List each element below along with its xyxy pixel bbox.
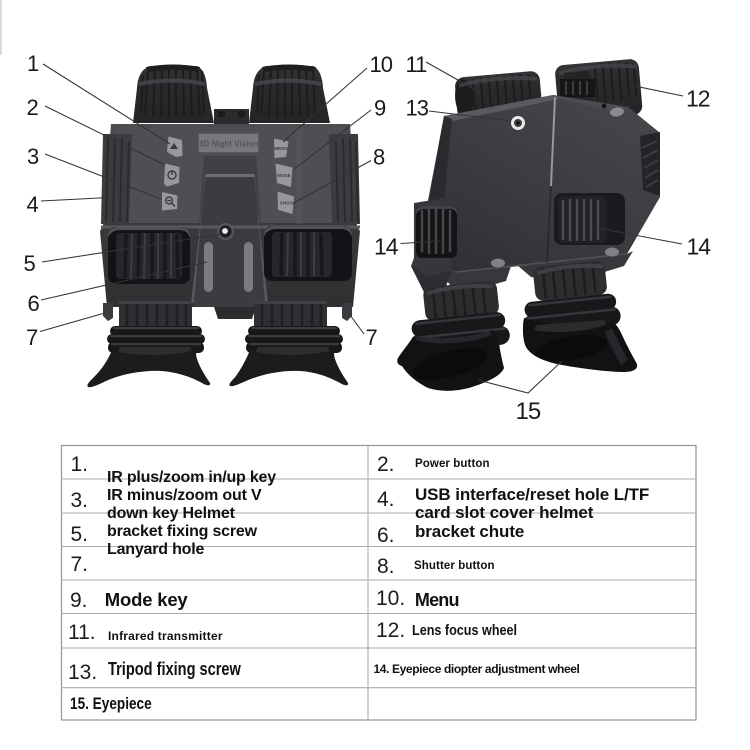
- svg-text:MODE: MODE: [277, 173, 291, 178]
- svg-text:15: 15: [516, 398, 541, 425]
- svg-text:11: 11: [406, 52, 428, 77]
- svg-text:7: 7: [366, 325, 378, 350]
- svg-text:13: 13: [406, 96, 429, 121]
- svg-text:MENU: MENU: [274, 146, 287, 151]
- svg-text:8: 8: [373, 145, 385, 170]
- svg-text:12: 12: [686, 86, 710, 112]
- svg-text:SHOT: SHOT: [280, 201, 293, 206]
- svg-text:3D Night Vision: 3D Night Vision: [199, 140, 258, 149]
- svg-text:5: 5: [24, 251, 36, 276]
- svg-text:2: 2: [27, 95, 39, 120]
- svg-text:10: 10: [370, 52, 393, 77]
- svg-text:4: 4: [27, 192, 39, 217]
- svg-text:6: 6: [28, 291, 40, 316]
- svg-text:1: 1: [27, 51, 39, 76]
- svg-text:3: 3: [27, 144, 39, 169]
- svg-text:14: 14: [687, 234, 712, 260]
- svg-text:9: 9: [374, 96, 386, 121]
- svg-text:7: 7: [26, 325, 38, 350]
- svg-text:14: 14: [374, 234, 399, 260]
